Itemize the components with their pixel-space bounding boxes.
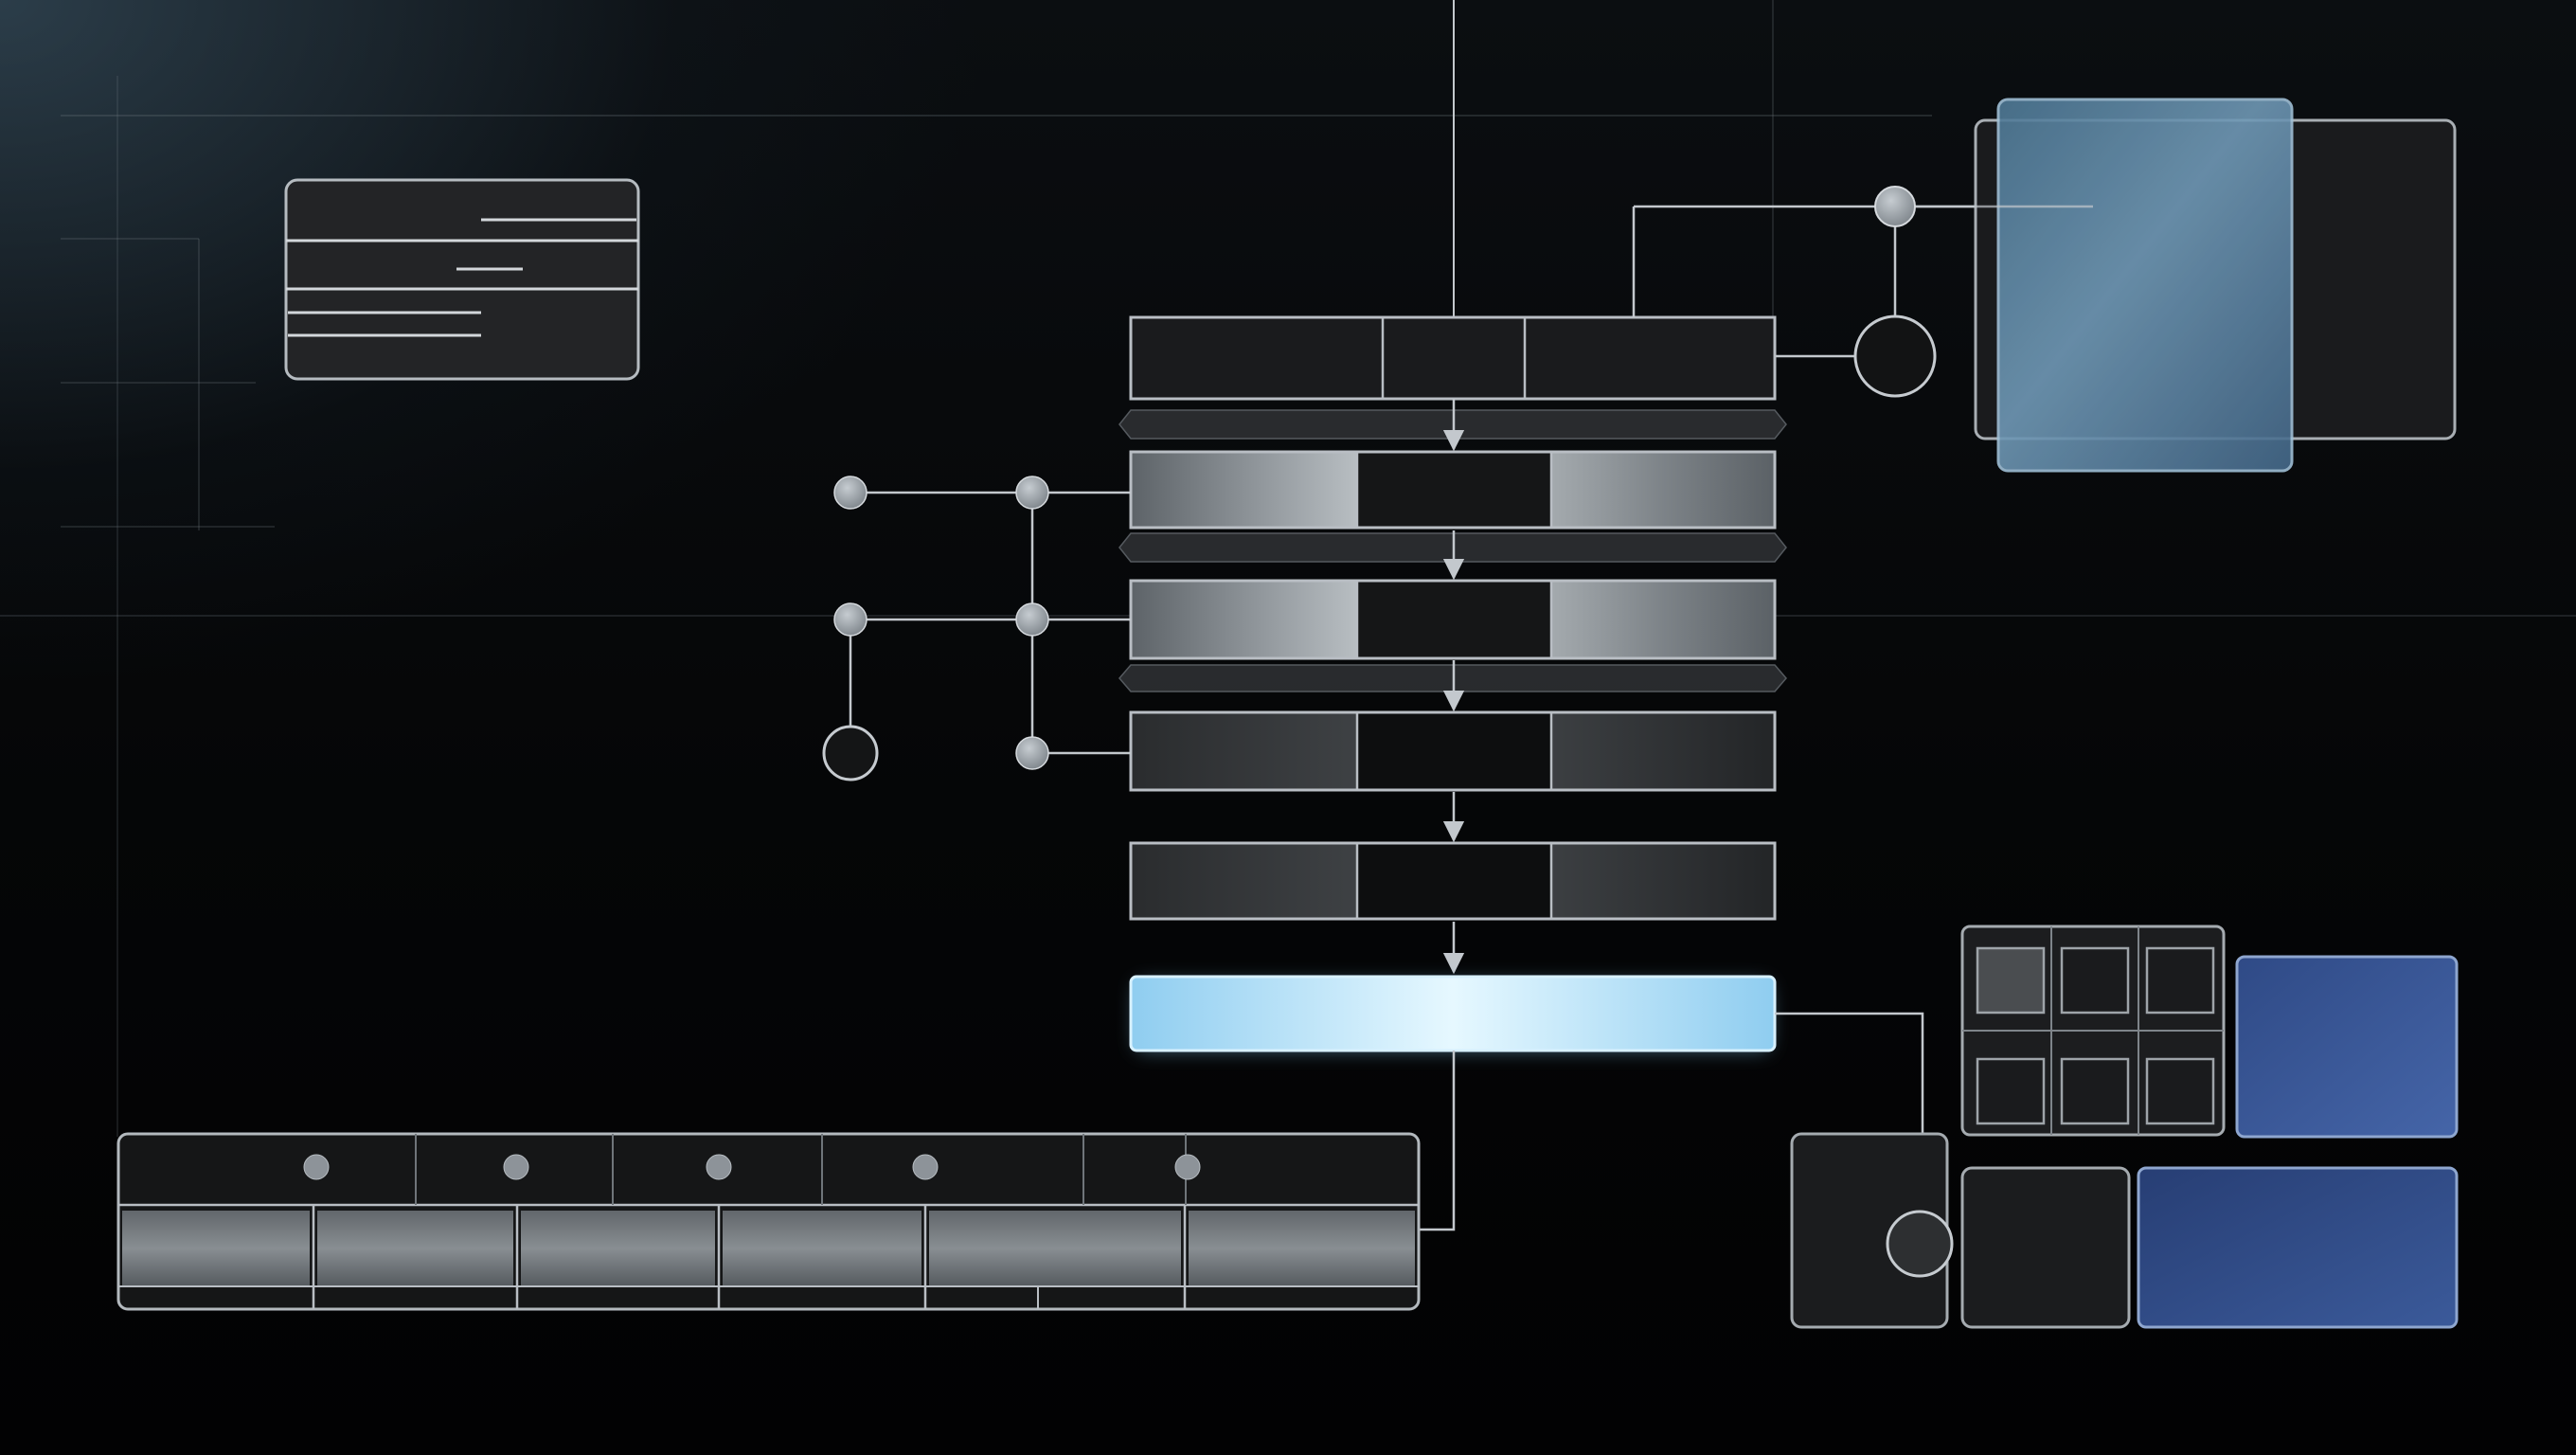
module-card: [1960, 1166, 2131, 1329]
connector-node-icon: [1015, 476, 1049, 510]
tile: [2145, 1057, 2215, 1125]
info-card: [284, 178, 640, 381]
timeline-cell: [929, 1211, 1181, 1286]
stack-row-outline: [1129, 710, 1777, 792]
connector-ring-icon: [1886, 1210, 1954, 1278]
dot-indicator-icon: [912, 1154, 939, 1180]
highlight-bar: [1129, 975, 1777, 1052]
dot-indicator-icon: [1174, 1154, 1201, 1180]
tile: [2060, 1057, 2130, 1125]
dot-indicator-icon: [706, 1154, 732, 1180]
stack-cell: [1357, 712, 1551, 790]
stack-cell: [1131, 581, 1357, 658]
connector-node-icon: [833, 602, 868, 637]
info-card-lines: [286, 218, 638, 337]
timeline-strip: [116, 1132, 1421, 1311]
tile: [2060, 946, 2130, 1015]
timeline-cell: [1189, 1211, 1415, 1286]
stack-cell: [1551, 712, 1775, 790]
module-cluster: [1775, 925, 2459, 1329]
dot-indicator-icon: [303, 1154, 330, 1180]
stack-cell: [1357, 843, 1551, 919]
connector-line: [1418, 1051, 1456, 1231]
blue-panel: [2137, 1166, 2459, 1329]
dot-indicator-icon: [503, 1154, 529, 1180]
timeline-cell: [521, 1211, 715, 1286]
stack-cell: [1131, 843, 1357, 919]
timeline-cell: [122, 1211, 310, 1286]
connector-node-icon: [1015, 602, 1049, 637]
tile: [2145, 946, 2215, 1015]
timeline-cell: [723, 1211, 921, 1286]
connector-node-icon: [833, 476, 868, 510]
tile-grid: [1960, 925, 2226, 1137]
stack-cell: [1551, 452, 1775, 528]
glass-panel: [1996, 98, 2294, 473]
connector-ring-icon: [822, 725, 879, 781]
stack-cell: [1357, 452, 1551, 528]
tile: [1976, 1057, 2046, 1125]
stack-cell: [1551, 843, 1775, 919]
timeline-cell: [317, 1211, 513, 1286]
connector-node-icon: [1015, 736, 1049, 770]
stack-cell: [1131, 712, 1357, 790]
connector-node-icon: [1874, 186, 1916, 227]
stack-bar-top: [1129, 315, 1777, 401]
process-stack: [1118, 0, 1787, 1231]
tile: [1976, 946, 2046, 1015]
glass-panel-group: [1632, 98, 2457, 473]
connector-tree: [822, 476, 1131, 781]
stack-cell: [1357, 581, 1551, 658]
connector-ring-icon: [1853, 314, 1937, 398]
stack-cell: [1131, 452, 1357, 528]
stack-row-outline: [1129, 450, 1777, 530]
stack-row-outline: [1129, 841, 1777, 921]
stack-cell: [1551, 581, 1775, 658]
blue-panel: [2235, 955, 2459, 1139]
